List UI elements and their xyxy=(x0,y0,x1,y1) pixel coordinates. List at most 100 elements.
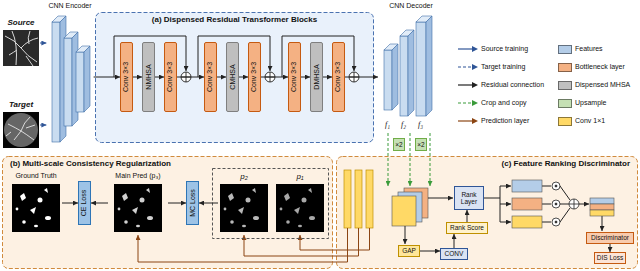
process-box: CONV xyxy=(440,248,468,260)
prediction-image: p₁ xyxy=(274,172,326,234)
node-label: Conv 3×3 xyxy=(166,62,174,92)
connector xyxy=(155,77,164,78)
source-image: Source xyxy=(2,18,40,68)
connector xyxy=(239,77,248,78)
node-label: Conv 3×3 xyxy=(334,62,342,92)
mhsa-block: CMHSA xyxy=(226,42,239,112)
legend-label: Residual connection xyxy=(481,81,544,89)
node-label: Conv 3×3 xyxy=(122,62,130,92)
node-label: Rank Layer xyxy=(457,191,481,206)
ground-truth-image: Ground Truth xyxy=(10,172,62,234)
legend-swatch xyxy=(558,99,572,108)
legend-swatch xyxy=(558,117,572,126)
connector xyxy=(133,77,142,78)
node-label: Conv 3×3 xyxy=(290,62,298,92)
node-label: Discriminator xyxy=(591,234,629,241)
node-label: DIS Loss xyxy=(597,254,623,261)
conv-block: Conv 3×3 xyxy=(120,42,133,112)
panel: (b) Multi-scale Consistency Regularizati… xyxy=(2,156,333,269)
legend-label: Crop and copy xyxy=(481,99,527,107)
node-label: DMHSA xyxy=(312,64,320,89)
legend-line-sample xyxy=(458,81,478,89)
discriminator-box: Discriminator xyxy=(586,232,634,244)
node-label: Rank Score xyxy=(450,224,484,231)
node-label: ×2 xyxy=(395,141,402,148)
legend-line-sample xyxy=(458,63,478,71)
node-label: p₁ xyxy=(297,172,304,181)
node-label: (c) Feature Ranking Discriminator xyxy=(502,159,630,168)
node-label: Conv 3×3 xyxy=(250,62,258,92)
node-label: CNN Encoder xyxy=(48,2,91,10)
legend-swatch xyxy=(558,63,572,72)
feature-label: f₁ xyxy=(385,120,390,129)
panel: (c) Feature Ranking DiscriminatorGAP CONV… xyxy=(336,156,638,269)
connector xyxy=(199,203,218,204)
node-label: p₂ xyxy=(240,172,248,181)
upsample-block: ×2 xyxy=(415,138,427,151)
mhsa-block: NMHSA xyxy=(142,42,155,112)
node-label: Conv 3×3 xyxy=(206,62,214,92)
node-label: (a) Dispensed Residual Transformer Block… xyxy=(152,15,317,24)
panel: (a) Dispensed Residual Transformer Block… xyxy=(95,12,374,143)
decoder: CNN Decoder xyxy=(378,2,444,120)
conv-block: Conv 3×3 xyxy=(164,42,177,112)
legend-label: Dispensed MHSA xyxy=(575,81,630,89)
process-box: Rank Layer xyxy=(454,186,484,210)
node-label: MC Loss xyxy=(188,189,196,217)
connector xyxy=(217,77,226,78)
connector xyxy=(94,77,120,78)
prediction-image: p₂ xyxy=(218,172,270,234)
connector xyxy=(420,251,440,252)
node-label: Source xyxy=(7,18,34,27)
feature-label: f₂ xyxy=(401,120,406,129)
legend-label: Target training xyxy=(481,63,525,71)
connector xyxy=(168,203,186,204)
conv-block: Conv 3×3 xyxy=(332,42,345,112)
node-label: NMHSA xyxy=(144,64,152,89)
conv-block: Conv 3×3 xyxy=(204,42,217,112)
loss-box: MC Loss xyxy=(186,181,199,225)
node-label: CMHSA xyxy=(228,64,236,89)
feature-label: f₃ xyxy=(418,120,423,129)
connector xyxy=(610,244,611,252)
connector xyxy=(454,234,455,248)
node-label: Target xyxy=(9,100,33,109)
legend-label: Features xyxy=(575,45,603,53)
legend-swatch xyxy=(558,45,572,54)
connector xyxy=(40,43,46,44)
prediction-image: Main Pred (p₃) xyxy=(108,172,168,234)
conv-block: Conv 3×3 xyxy=(288,42,301,112)
legend-label: Conv 1×1 xyxy=(575,117,605,125)
connector xyxy=(62,203,78,204)
node-label: CNN Decoder xyxy=(389,2,433,10)
connector xyxy=(345,77,378,78)
connector xyxy=(40,125,46,126)
node-label: CE Loss xyxy=(80,190,88,216)
connector xyxy=(261,77,288,78)
legend-label: Prediction layer xyxy=(481,117,529,125)
legend-label: Upsample xyxy=(575,99,607,107)
legend-line-sample xyxy=(458,117,478,125)
loss-box: CE Loss xyxy=(78,181,91,225)
connector xyxy=(91,203,108,204)
legend-line-sample xyxy=(458,99,478,107)
node-label: Main Pred (p₃) xyxy=(115,172,160,180)
legend-line-sample xyxy=(458,45,478,53)
node-label: ×2 xyxy=(417,141,424,148)
loss-box: DIS Loss xyxy=(594,252,626,264)
connector xyxy=(467,210,468,222)
legend-label: Source training xyxy=(481,45,528,53)
conv-block: Conv 3×3 xyxy=(248,42,261,112)
upsample-block: ×2 xyxy=(393,138,405,151)
legend-swatch xyxy=(558,81,572,90)
process-box: Rank Score xyxy=(446,222,488,234)
node-label: Ground Truth xyxy=(15,172,56,180)
node-label: GAP xyxy=(402,247,416,254)
mhsa-block: DMHSA xyxy=(310,42,323,112)
legend-label: Bottleneck layer xyxy=(575,63,625,71)
process-box: GAP xyxy=(398,245,420,257)
node-label: CONV xyxy=(445,250,464,257)
encoder: CNN Encoder xyxy=(46,2,93,152)
